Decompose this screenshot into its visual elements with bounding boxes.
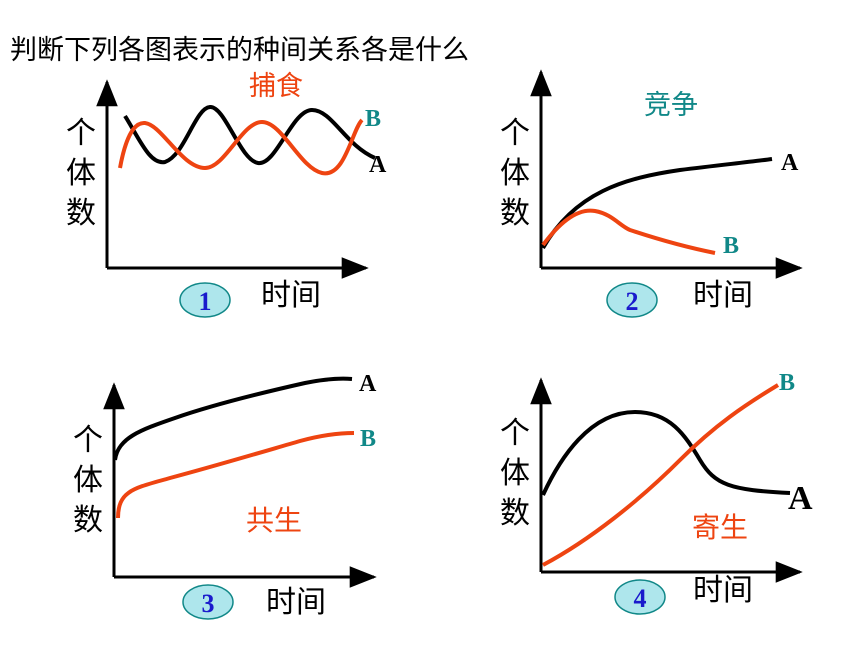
panel-4-curve-b [542,383,780,567]
panel-4-xlabel: 时间 [693,573,753,608]
panel-1-curve-a [123,105,376,165]
panel-2-curve-b [541,208,716,255]
panel-4-ylabel-3: 数 [500,496,530,531]
panel-4-label-a: A [788,480,813,517]
panel-2: 竞争 A B 个 体 数 时间 2 [500,69,803,318]
panel-1-ylabel-2: 体 [66,156,96,191]
panel-3-label-a: A [359,371,377,397]
panel-2-relation-label: 竞争 [644,90,698,121]
panel-4-number: 4 [634,584,647,613]
page-title: 判断下列各图表示的种间关系各是什么 [10,35,469,66]
panel-1-curve-b [118,118,364,176]
panel-3-ylabel-1: 个 [73,423,103,458]
panel-3-relation-label: 共生 [246,504,302,537]
panel-3-curve-b [116,431,355,519]
panel-3-ylabel-2: 体 [73,463,103,498]
panel-1-label-b: B [365,106,381,132]
panel-1-number: 1 [199,287,212,316]
panel-4-label-b: B [779,370,795,396]
panel-1-number-badge [179,282,231,318]
panel-3-curve-a [113,376,353,461]
panel-2-curve-a [541,157,773,249]
panel-3-number: 3 [202,589,215,618]
panel-2-number: 2 [626,287,639,316]
panel-3-ylabel-3: 数 [73,503,103,538]
panel-3-label-b: B [360,426,376,452]
panel-3-number-badge [182,584,234,620]
panel-3-xlabel: 时间 [266,585,326,620]
panel-2-ylabel-1: 个 [500,116,530,151]
panel-2-xlabel: 时间 [693,278,753,313]
panel-1: 捕食 B A 个 体 数 时间 1 [66,71,387,318]
panel-4-number-badge [614,579,666,615]
panel-1-ylabel-3: 数 [66,196,96,231]
panel-4-ylabel-2: 体 [500,456,530,491]
panel-2-label-a: A [781,150,799,176]
panel-2-number-badge [606,282,658,318]
panel-2-ylabel-2: 体 [500,156,530,191]
panel-4-curve-a [541,409,791,496]
panel-4-ylabel-1: 个 [500,416,530,451]
panel-1-xlabel: 时间 [261,278,321,313]
panel-2-ylabel-3: 数 [500,196,530,231]
panel-2-label-b: B [723,233,739,259]
panel-1-ylabel-1: 个 [66,116,96,151]
panel-1-relation-label: 捕食 [249,71,303,102]
panel-1-label-a: A [369,152,387,178]
panel-3: A B 共生 个 体 数 时间 3 [73,371,377,620]
panel-4-relation-label: 寄生 [692,511,748,544]
panel-4: B A 寄生 个 体 数 时间 4 [500,370,813,615]
